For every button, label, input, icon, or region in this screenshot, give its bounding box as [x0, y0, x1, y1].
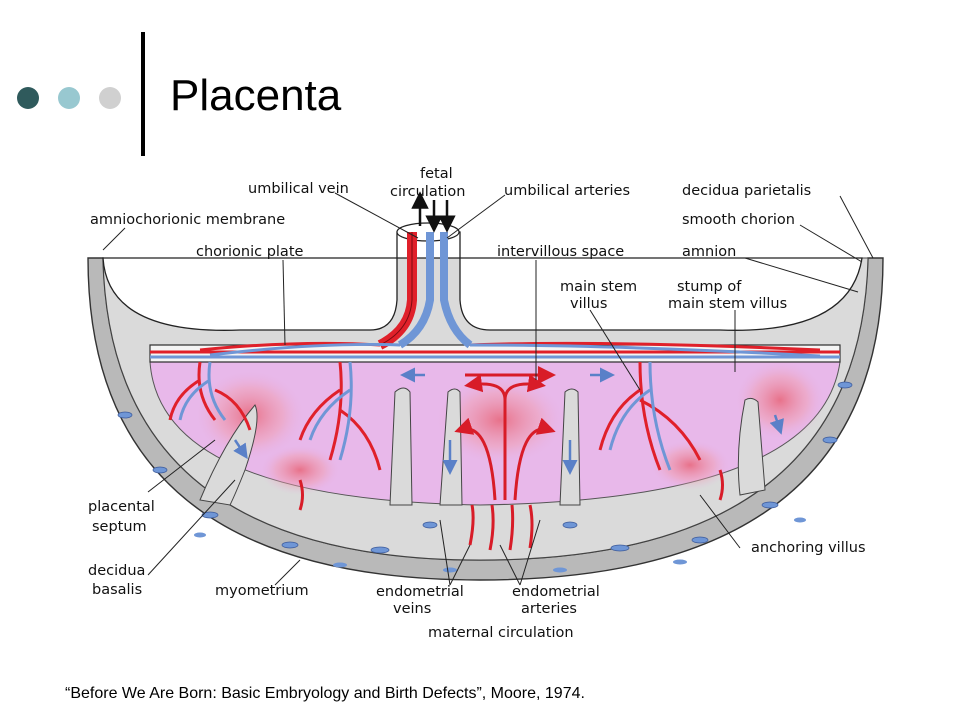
label-placental: placental	[88, 499, 155, 515]
label-fetal: fetal	[420, 166, 453, 182]
label-endometrial-veins-2: veins	[393, 601, 431, 617]
diagram-labels: fetal circulation umbilical vein umbilic…	[88, 166, 866, 641]
label-endometrial-veins-1: endometrial	[376, 584, 464, 600]
label-septum: septum	[92, 519, 147, 535]
myometrium-vessels	[194, 517, 806, 573]
label-endometrial-arteries-1: endometrial	[512, 584, 600, 600]
label-main-stem: main stem	[560, 279, 637, 295]
label-stump-of: stump of	[677, 279, 742, 295]
title-divider	[141, 32, 145, 156]
label-endometrial-arteries-2: arteries	[521, 601, 577, 617]
endometrial-arteries	[298, 469, 724, 551]
label-basalis: basalis	[92, 582, 142, 598]
endometrial-veins	[117, 381, 853, 554]
label-myometrium: myometrium	[215, 583, 309, 599]
dot-light	[99, 87, 121, 109]
label-chorionic-plate: chorionic plate	[196, 244, 303, 260]
label-umbilical-vein: umbilical vein	[248, 181, 349, 197]
placental-septa	[199, 387, 766, 506]
label-amnion: amnion	[682, 244, 736, 260]
dot-dark	[17, 87, 39, 109]
dot-teal	[58, 87, 80, 109]
label-villus: villus	[570, 296, 607, 312]
label-decidua: decidua	[88, 563, 145, 579]
label-maternal-circulation: maternal circulation	[428, 625, 574, 641]
villous-trees	[168, 361, 702, 471]
fetal-circulation-arrows	[411, 191, 456, 233]
label-intervillous-space: intervillous space	[497, 244, 624, 260]
label-decidua-parietalis: decidua parietalis	[682, 183, 811, 199]
chorionic-vessels	[199, 341, 821, 358]
label-amniochorionic-membrane: amniochorionic membrane	[90, 212, 285, 228]
label-umbilical-arteries: umbilical arteries	[504, 183, 630, 199]
venous-return-arrows	[233, 367, 784, 475]
label-main-stem-villus: main stem villus	[668, 296, 787, 312]
leader-lines	[102, 192, 874, 586]
slide-title: Placenta	[170, 71, 342, 120]
citation: “Before We Are Born: Basic Embryology an…	[65, 685, 585, 702]
label-smooth-chorion: smooth chorion	[682, 212, 795, 228]
label-anchoring-villus: anchoring villus	[751, 540, 866, 556]
label-circulation: circulation	[390, 184, 466, 200]
amniotic-cavity	[102, 231, 863, 331]
